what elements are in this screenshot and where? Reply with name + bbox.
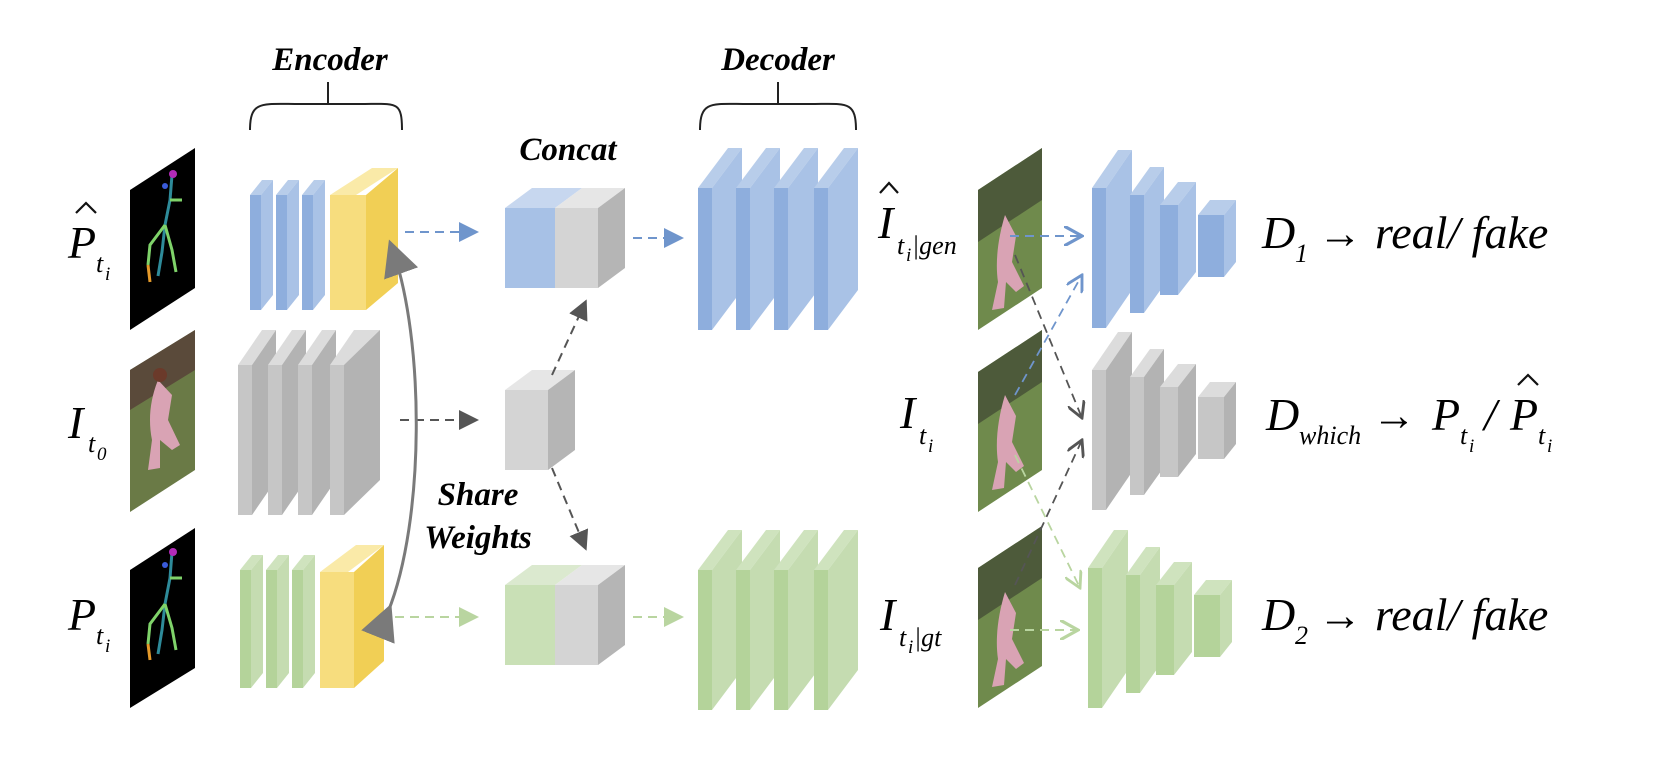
label-i-t0-base: I [67, 397, 86, 448]
discriminator-stack-gray [1092, 332, 1236, 510]
decoder-header: Decoder [720, 42, 836, 78]
discriminator-stack-blue [1092, 150, 1236, 328]
label-d2-base: D [1261, 589, 1295, 640]
label-i-t0: I t 0 [67, 397, 107, 465]
real-image-mid [978, 330, 1042, 512]
label-dwhich-arrow: → [1372, 391, 1416, 440]
label-i-t0-sub: t [88, 429, 96, 458]
label-d2-arrow: → [1318, 591, 1362, 640]
label-p-hat-sub: t [96, 249, 104, 278]
hat-icon [879, 181, 899, 194]
pose-map-image-bottom [130, 528, 195, 708]
generated-image-top [978, 148, 1042, 330]
concat-block-bottom [505, 565, 625, 665]
label-i-gen-base: I [877, 197, 896, 248]
ground-truth-image-bottom [978, 526, 1042, 708]
label-dwhich-sub: which [1299, 421, 1361, 450]
label-d2-sub: 2 [1295, 621, 1308, 650]
latent-block-gray [505, 370, 575, 470]
decoder-stack-green [698, 530, 858, 710]
label-d2: D 2 → real/ fake [1261, 589, 1548, 650]
arrow-latent-to-concat-bottom [551, 467, 589, 551]
decoder-brace [699, 82, 857, 131]
label-i-gen: I t i |gen [877, 181, 957, 266]
label-i-gt-suffix: |gt [914, 623, 942, 652]
label-dwhich-phat: P [1509, 389, 1538, 440]
share-weights-arrow [361, 239, 419, 644]
label-dwhich-phat-sub: t [1538, 421, 1546, 450]
decoder-stack-blue [698, 148, 858, 330]
label-dwhich: D which → P t i / P t i [1265, 373, 1552, 457]
concat-block-top [505, 188, 625, 288]
arrow-real-to-d1 [1014, 275, 1082, 396]
label-i-ti-base: I [899, 387, 918, 438]
label-dwhich-base: D [1265, 389, 1299, 440]
label-i-gen-subsub: i [906, 245, 911, 266]
label-i-gt: I t i |gt [879, 589, 942, 658]
label-i-ti-subsub: i [928, 436, 933, 457]
label-dwhich-slash: / [1481, 389, 1501, 440]
encoder-header: Encoder [271, 42, 389, 78]
label-p-hat-base: P [67, 217, 96, 268]
encoder-stack-blue [250, 168, 398, 310]
label-p-hat-subsub: i [105, 264, 110, 285]
label-i-gen-suffix: |gen [912, 231, 957, 260]
label-d1-arrow: → [1318, 209, 1362, 258]
label-i-gt-subsub: i [908, 637, 913, 658]
label-d1-result: real/ fake [1375, 207, 1548, 258]
arrow-real-to-d2 [1014, 454, 1080, 588]
share-weights-line2: Weights [424, 520, 532, 556]
arrow-latent-to-concat-top [551, 299, 588, 376]
label-i-gen-sub: t [897, 231, 905, 260]
encoder-brace [249, 82, 403, 131]
concat-header: Concat [519, 132, 617, 168]
label-i-t0-subsub: 0 [97, 444, 107, 465]
hat-icon [1517, 373, 1539, 386]
label-dwhich-phat-subsub: i [1547, 436, 1552, 457]
label-i-ti: I t i [899, 387, 933, 457]
encoder-stack-gray [238, 330, 380, 515]
label-d1-base: D [1261, 207, 1295, 258]
encoder-stack-green [240, 545, 384, 688]
label-p-hat-ti: P t i [67, 201, 110, 285]
label-d1: D 1 → real/ fake [1261, 207, 1548, 268]
label-p-base: P [67, 589, 96, 640]
label-d2-result: real/ fake [1375, 589, 1548, 640]
label-d1-sub: 1 [1295, 239, 1308, 268]
label-i-ti-sub: t [919, 421, 927, 450]
share-weights-line1: Share [438, 477, 519, 513]
pose-map-image-top [130, 148, 195, 330]
label-i-gt-sub: t [899, 623, 907, 652]
label-dwhich-p-subsub: i [1469, 436, 1474, 457]
label-i-gt-base: I [879, 589, 898, 640]
label-dwhich-p-sub: t [1460, 421, 1468, 450]
label-p-subsub: i [105, 636, 110, 657]
photo-image-mid [130, 330, 195, 512]
label-p-ti: P t i [67, 589, 110, 657]
label-p-sub: t [96, 621, 104, 650]
label-dwhich-p: P [1431, 389, 1460, 440]
hat-icon [75, 201, 97, 214]
discriminator-stack-green [1088, 530, 1232, 708]
arrow-gt-to-dwhich [1014, 440, 1082, 586]
